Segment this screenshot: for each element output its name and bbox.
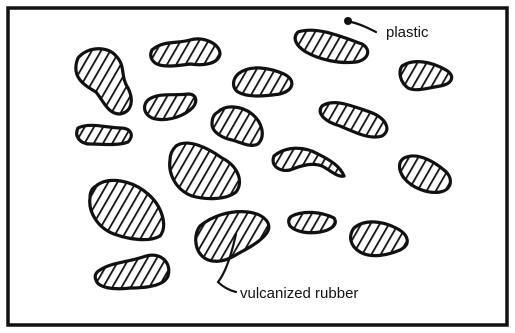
rubber-particle [234, 68, 292, 96]
rubber-particle [77, 125, 132, 144]
plastic-pointer-dot [344, 17, 352, 25]
plastic-label: plastic [386, 24, 429, 41]
vulcanized-rubber-label: vulcanized rubber [240, 285, 358, 302]
rubber-particle [289, 212, 336, 232]
